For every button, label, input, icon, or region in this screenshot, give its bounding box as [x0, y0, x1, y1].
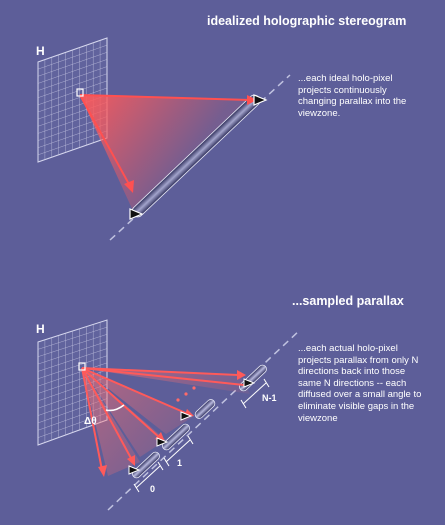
ray-0b	[81, 367, 133, 461]
angle-arc	[105, 404, 125, 412]
grid-line	[37, 355, 108, 380]
top-title: idealized holographic stereogram	[207, 14, 407, 28]
grid-line	[37, 87, 108, 113]
grid-line	[37, 362, 108, 387]
grid-line	[37, 80, 108, 106]
grid-line	[37, 341, 108, 365]
ray-last-a	[81, 367, 239, 376]
cell-label-last: N-1	[262, 393, 277, 403]
sampled-rays	[81, 367, 245, 471]
top-plane-label: H	[36, 44, 45, 58]
cell-dimension-brackets	[133, 378, 270, 493]
ellipsis-dots	[176, 386, 196, 402]
top-ray-lower-arrowhead	[124, 180, 134, 193]
grid-line	[37, 73, 108, 98]
eye-icon	[128, 465, 141, 475]
cell-label-first: 0	[150, 484, 156, 494]
grid-line	[37, 348, 108, 372]
grid-line	[37, 66, 108, 91]
eye-icon	[253, 94, 268, 106]
eye-icon	[243, 378, 256, 388]
angle-label: Δθ	[84, 416, 97, 427]
grid-line	[37, 130, 108, 156]
bottom-holo-pixel	[78, 362, 86, 371]
ray-2	[81, 367, 189, 415]
bottom-plane-label: H	[36, 322, 45, 336]
top-ray-fan	[80, 95, 258, 213]
top-holo-pixel	[76, 88, 84, 97]
grid-line	[37, 334, 108, 357]
grid-line	[37, 326, 108, 350]
eye-icon	[156, 437, 169, 447]
ray-last-b	[81, 367, 245, 386]
bottom-diagram	[37, 319, 301, 511]
bottom-caption: ...each actual holo-pixel projects paral…	[298, 343, 422, 424]
top-hologram-grid	[37, 37, 108, 163]
ray-0	[81, 367, 103, 471]
eye-icon	[180, 411, 193, 421]
bottom-diffusion-wedge	[82, 368, 194, 434]
ray-1	[81, 367, 161, 439]
bottom-diffusion-wedge	[82, 368, 166, 457]
grid-line	[37, 59, 108, 84]
top-diagram	[37, 37, 291, 241]
top-ray-lower	[79, 94, 131, 187]
grid-line	[37, 52, 108, 77]
eye-icon	[129, 208, 144, 220]
viewzone-cell-2	[194, 399, 216, 419]
viewzone-cell-0	[132, 451, 160, 479]
bottom-viewzone-axis	[107, 329, 301, 511]
grid-line	[37, 44, 108, 70]
top-ray-upper	[79, 94, 251, 101]
viewzone-cell-1	[162, 423, 190, 451]
viewzone-cell-last	[239, 364, 267, 392]
top-caption: ...each ideal holo-pixel projects contin…	[298, 73, 407, 119]
bottom-title: ...sampled parallax	[292, 294, 404, 308]
top-ray-upper-arrowhead	[247, 95, 257, 105]
cell-label-second: 1	[177, 458, 183, 468]
